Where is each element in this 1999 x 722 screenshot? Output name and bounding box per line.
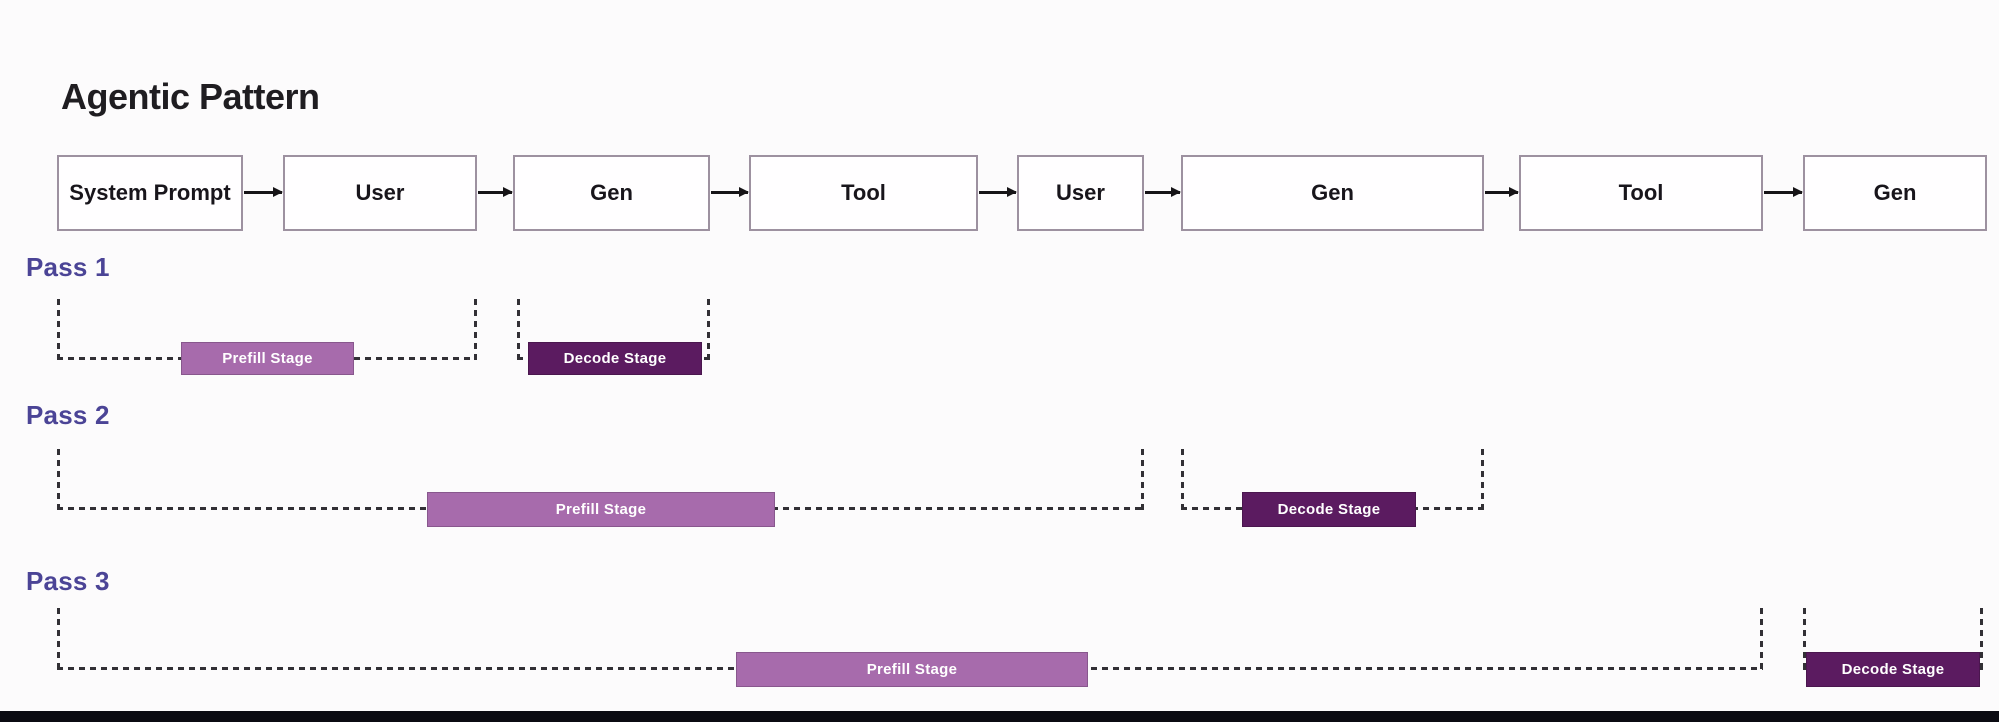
stage-chip-label: Prefill Stage — [222, 350, 313, 367]
pass-3-label: Pass 3 — [26, 566, 110, 596]
pass-2-label: Pass 2 — [26, 400, 110, 430]
flow-box-tool-2: Tool — [1519, 155, 1763, 231]
flow-box-tool-1: Tool — [749, 155, 978, 231]
bottom-border-bar — [0, 711, 1999, 722]
stage-chip-label: Prefill Stage — [555, 501, 647, 518]
arrow-right-icon — [711, 191, 748, 194]
flow-box-label: Gen — [590, 180, 633, 205]
flow-box-label: System Prompt — [69, 180, 231, 205]
flow-box-gen-3: Gen — [1803, 155, 1987, 231]
stage-chip-label: Decode Stage — [1841, 661, 1945, 678]
flow-box-gen-1: Gen — [513, 155, 710, 231]
arrow-right-icon — [1764, 191, 1802, 194]
dashed-line-vertical — [1141, 449, 1144, 510]
arrow-right-icon — [979, 191, 1016, 194]
dashed-line-vertical — [474, 299, 477, 360]
diagram-title: Agentic Pattern — [61, 76, 320, 117]
stage-chip-label: Decode Stage — [563, 350, 667, 367]
pass-3-prefill-stage-chip: Prefill Stage — [736, 652, 1088, 687]
pass-1-prefill-stage-chip: Prefill Stage — [181, 342, 354, 375]
dashed-line-vertical — [1980, 608, 1983, 670]
dashed-line-vertical — [57, 299, 60, 360]
pass-2-decode-stage-chip: Decode Stage — [1242, 492, 1416, 527]
pass-1-decode-stage-chip: Decode Stage — [528, 342, 702, 375]
dashed-line-vertical — [1760, 608, 1763, 670]
dashed-line-vertical — [1481, 449, 1484, 510]
pass-2-prefill-stage-chip: Prefill Stage — [427, 492, 775, 527]
dashed-line-vertical — [57, 449, 60, 510]
flow-box-system-prompt: System Prompt — [57, 155, 243, 231]
flow-box-label: User — [355, 180, 405, 205]
dashed-line-vertical — [57, 608, 60, 670]
flow-box-label: User — [1056, 180, 1105, 205]
flow-box-label: Gen — [1873, 180, 1917, 205]
arrow-right-icon — [478, 191, 512, 194]
flow-box-gen-2: Gen — [1181, 155, 1484, 231]
arrow-right-icon — [1485, 191, 1518, 194]
dashed-line-vertical — [1181, 449, 1184, 510]
flow-box-user-2: User — [1017, 155, 1144, 231]
arrow-right-icon — [244, 191, 282, 194]
flow-box-label: Tool — [841, 180, 886, 205]
dashed-line-vertical — [1803, 608, 1806, 670]
dashed-line-vertical — [707, 299, 710, 360]
pass-1-label: Pass 1 — [26, 252, 110, 282]
dashed-line-vertical — [517, 299, 520, 360]
stage-chip-label: Prefill Stage — [866, 661, 958, 678]
stage-chip-label: Decode Stage — [1277, 501, 1381, 518]
flow-box-user-1: User — [283, 155, 477, 231]
flow-box-label: Tool — [1618, 180, 1664, 205]
arrow-right-icon — [1145, 191, 1180, 194]
flow-box-label: Gen — [1311, 180, 1354, 205]
pass-3-decode-stage-chip: Decode Stage — [1806, 652, 1980, 687]
